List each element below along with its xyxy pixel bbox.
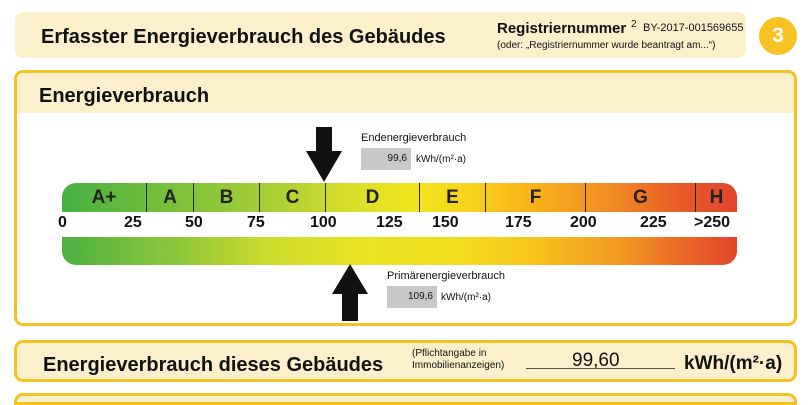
summary-note-line1: (Pflichtangabe in [412, 348, 487, 359]
tick-label: 50 [185, 214, 203, 231]
summary-note: (Pflichtangabe in Immobilienanzeigen) [412, 348, 504, 372]
registration-footnote: 2 [631, 19, 637, 30]
primary-energy-unit: kWh/(m²·a) [441, 292, 491, 303]
tick-label: 175 [505, 214, 532, 231]
building-consumption-bar: Energieverbrauch dieses Gebäudes (Pflich… [14, 340, 797, 382]
primary-energy-scale-bar [62, 237, 737, 265]
class-e: E [419, 183, 485, 212]
page-number-badge: 3 [759, 17, 797, 55]
section-header: Energieverbrauch [17, 73, 794, 113]
tick-label: 25 [124, 214, 142, 231]
primary-energy-label: Primärenergieverbrauch [387, 270, 505, 282]
registration-number: BY-2017-001569655 [643, 22, 744, 34]
tick-label: 0 [58, 214, 67, 231]
summary-title: Energieverbrauch dieses Gebäudes [43, 354, 384, 376]
tick-label: 150 [432, 214, 459, 231]
endenergy-label: Endenergieverbrauch [361, 132, 467, 144]
class-g: G [585, 183, 695, 212]
tick-label: 200 [570, 214, 597, 231]
tick-label: 75 [247, 214, 265, 231]
class-d: D [325, 183, 419, 212]
class-a: A [146, 183, 193, 212]
tick-label: 225 [640, 214, 667, 231]
summary-unit: kWh/(m²·a) [684, 353, 783, 374]
next-section-edge [14, 393, 797, 405]
endenergy-arrow-icon [306, 127, 342, 182]
class-h: H [695, 183, 737, 212]
page-title: Erfasster Energieverbrauch des Gebäudes [41, 26, 446, 48]
tick-label: >250 [694, 214, 731, 231]
registration-note: (oder: „Registriernummer wurde beantragt… [497, 40, 716, 51]
class-c: C [259, 183, 325, 212]
tick-label: 125 [376, 214, 403, 231]
endenergy-unit: kWh/(m²·a) [416, 154, 466, 165]
endenergy-value: 99,6 [361, 148, 411, 170]
registration-label: Registriernummer [497, 20, 627, 37]
primary-energy-arrow-icon [332, 264, 368, 321]
summary-value: 99,60 [572, 350, 620, 371]
class-b: B [193, 183, 259, 212]
summary-value-underline [526, 368, 675, 369]
tick-label: 100 [310, 214, 337, 231]
energy-scale-bar: A+ A B C D E F G H [62, 183, 737, 212]
summary-note-line2: Immobilienanzeigen) [412, 360, 505, 371]
header-bar: Erfasster Energieverbrauch des Gebäudes … [15, 12, 746, 58]
primary-energy-value: 109,6 [387, 286, 437, 308]
section-title: Energieverbrauch [39, 85, 210, 107]
class-a-plus: A+ [91, 187, 117, 208]
class-f: F [485, 183, 585, 212]
